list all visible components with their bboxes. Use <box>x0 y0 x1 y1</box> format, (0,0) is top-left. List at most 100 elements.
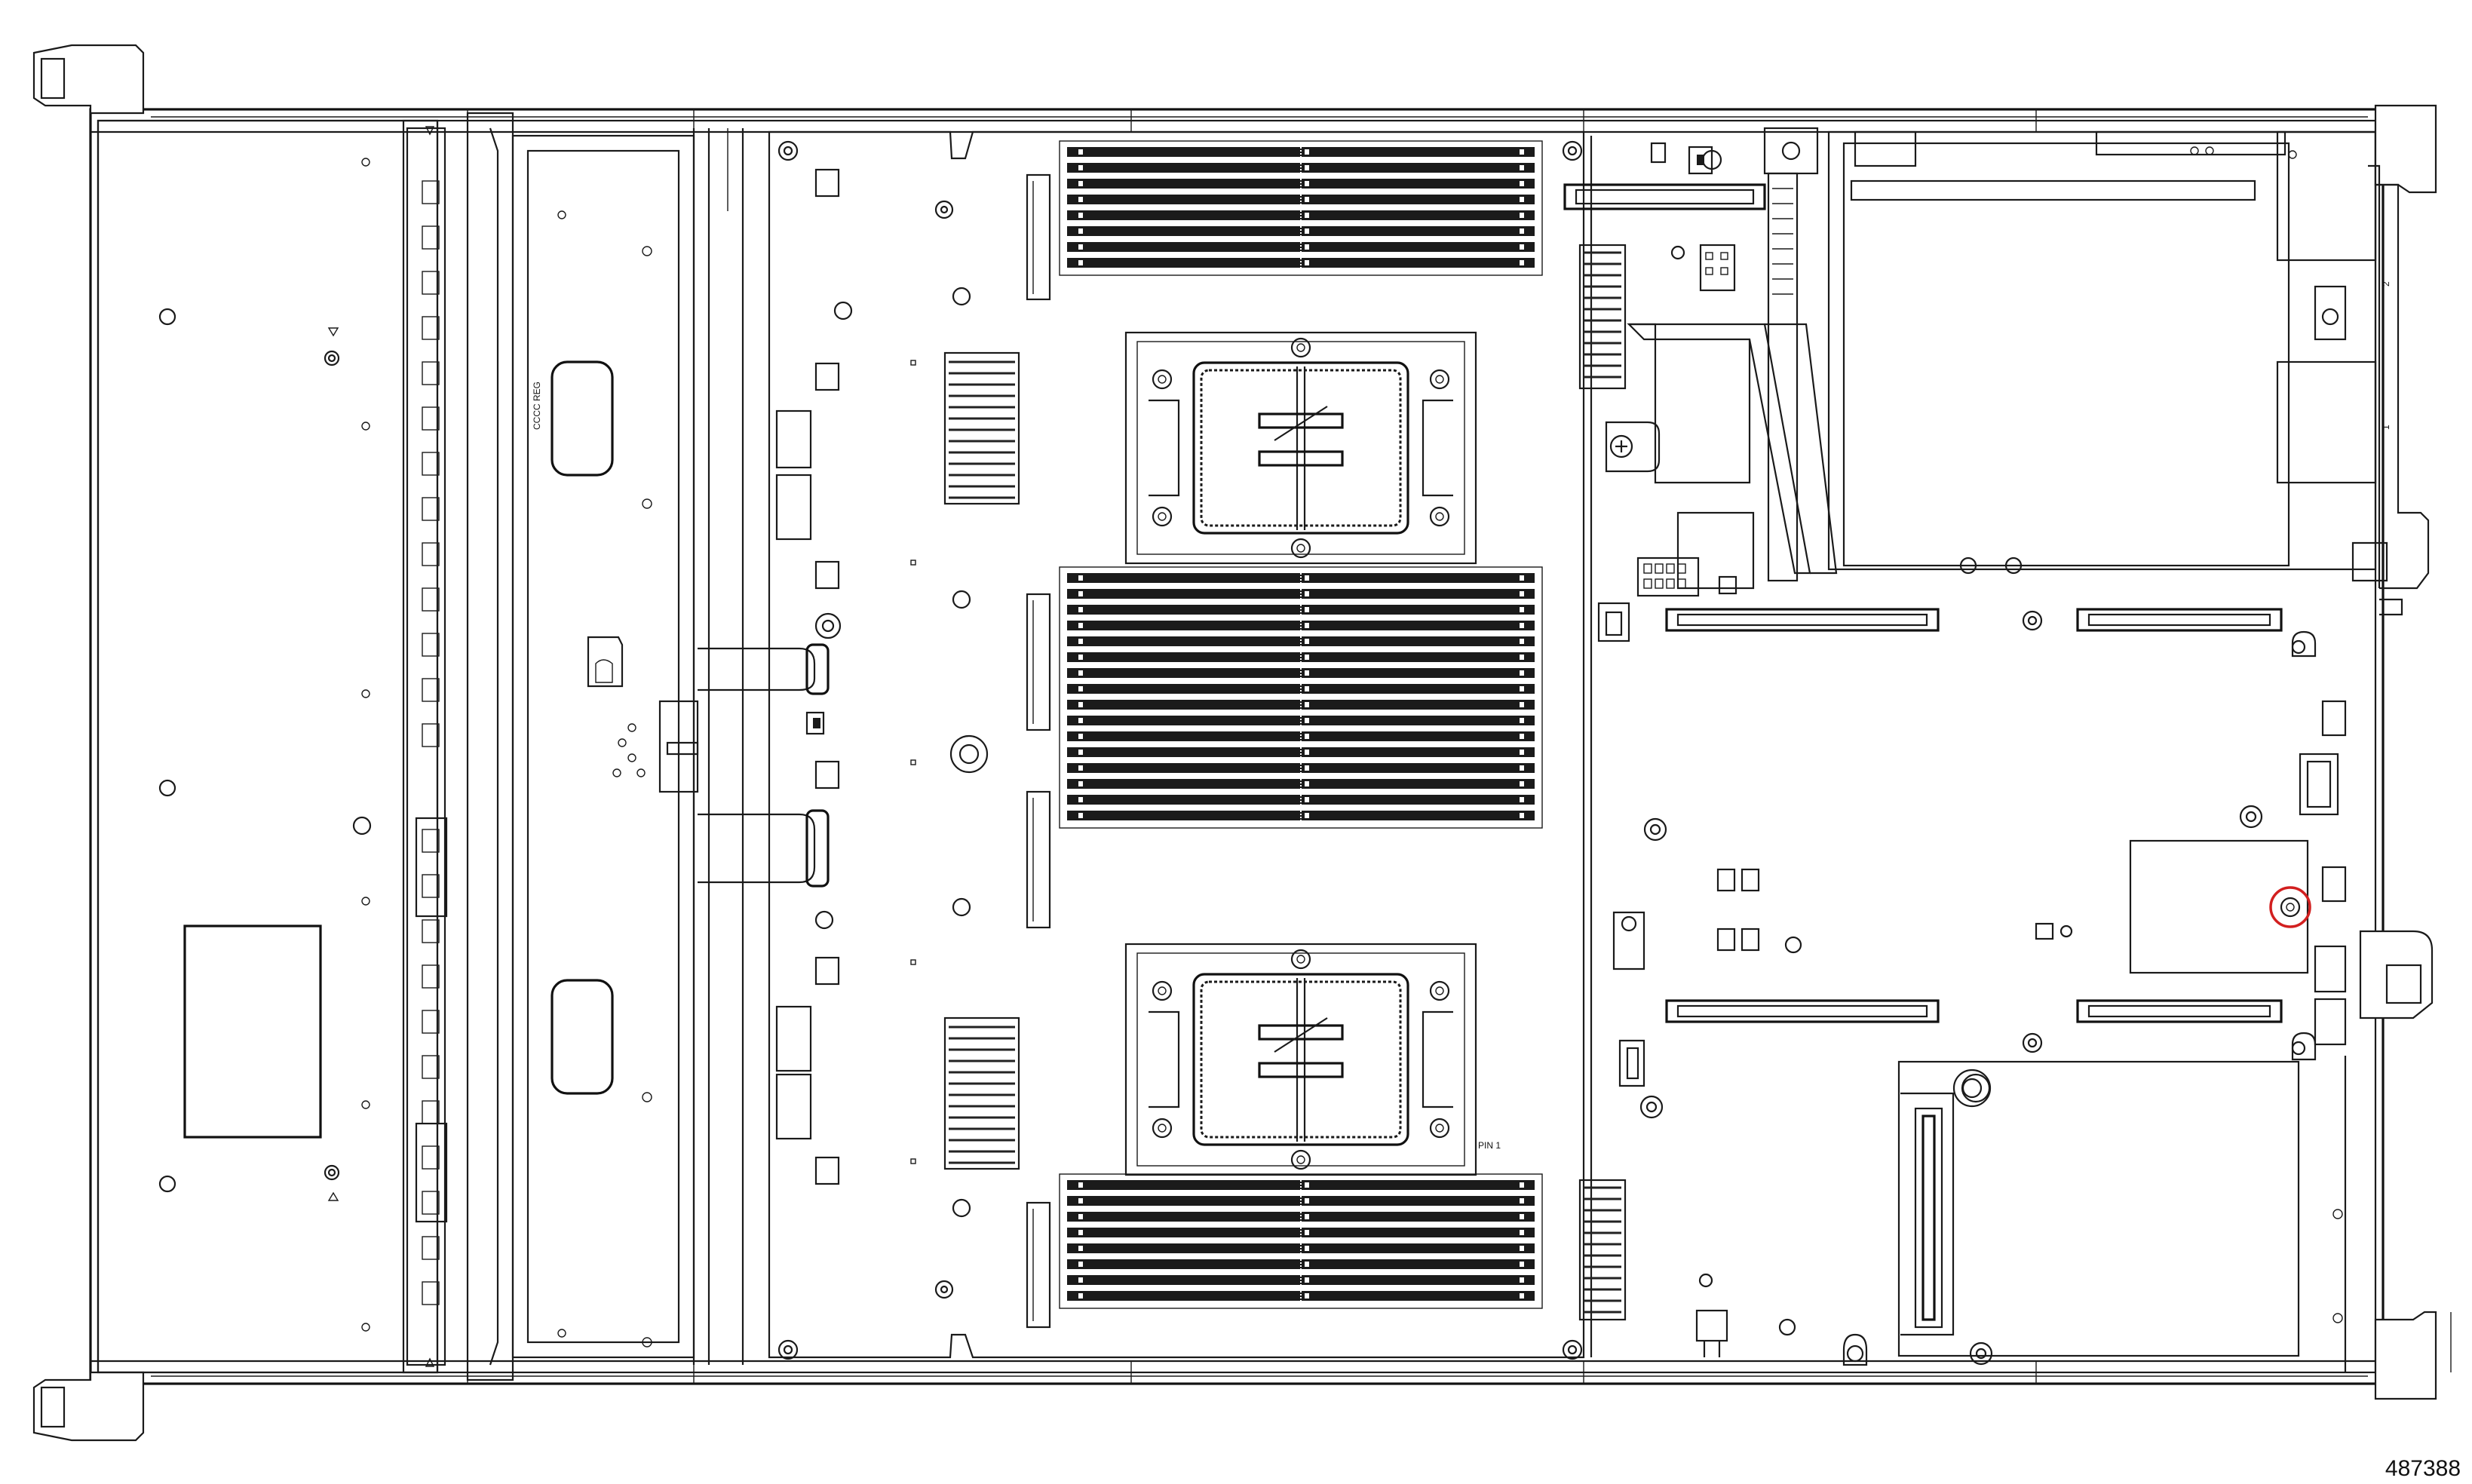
dimm-latch <box>1520 1246 1524 1251</box>
dimm-latch <box>1078 1230 1083 1235</box>
cpu-socket-marking <box>1258 412 1344 429</box>
dimm-latch <box>1078 149 1083 155</box>
dimm-latch <box>1520 1230 1524 1235</box>
dimm-latch <box>1078 244 1083 250</box>
dimm-latch <box>1078 1182 1083 1188</box>
dimm-latch <box>1305 1214 1309 1219</box>
dimm-latch <box>1078 750 1083 755</box>
cable-channel <box>692 128 830 1365</box>
dimm-latch <box>1078 639 1083 644</box>
dimm-latch <box>1520 260 1524 265</box>
dimm-slot <box>1067 700 1535 710</box>
dimm-slot <box>1067 779 1535 789</box>
cpu-sockets <box>1124 331 1477 1176</box>
cpu-socket-screw <box>1152 506 1173 527</box>
dimm-latch <box>1520 702 1524 707</box>
vrm-fins-bottom <box>943 1016 1020 1170</box>
dimm-slot <box>1067 242 1535 252</box>
cable-connector-bottom <box>805 809 830 888</box>
figure-number: 487388 <box>2385 1456 2461 1481</box>
dimm-slot <box>1067 605 1535 615</box>
dimm-latch <box>1305 575 1309 581</box>
svg-text:2: 2 <box>2381 281 2391 287</box>
dimm-latch <box>1078 1246 1083 1251</box>
dimm-latch <box>1078 607 1083 612</box>
dimm-slot <box>1067 716 1535 725</box>
dimm-latch <box>1305 1277 1309 1283</box>
dimm-latch <box>1305 655 1309 660</box>
cpu-socket-screw-center <box>1435 512 1444 521</box>
dimm-latch <box>1078 655 1083 660</box>
pcie-slot-1 <box>1665 608 1940 632</box>
dimm-latch <box>1078 575 1083 581</box>
dimm-latch <box>1520 1214 1524 1219</box>
mlom-pad <box>2129 839 2309 974</box>
dimm-latch <box>1305 197 1309 202</box>
dimm-slot <box>1067 636 1535 646</box>
dimm-latch <box>1305 607 1309 612</box>
dimm-slot <box>1067 621 1535 630</box>
dimm-latch <box>1078 797 1083 802</box>
dimm-slot <box>1067 1196 1535 1206</box>
dimm-slot <box>1067 763 1535 773</box>
dimm-latch <box>1078 734 1083 739</box>
cpu-socket-pins <box>1200 369 1402 527</box>
cpu-socket-marking-stroke <box>1274 1017 1328 1053</box>
dimm-latch <box>1305 1293 1309 1298</box>
cpu-socket-screw <box>1429 1118 1450 1139</box>
dimm-latch <box>1305 702 1309 707</box>
dimm-slot <box>1067 668 1535 678</box>
dimm-latch <box>1305 165 1309 170</box>
lower-riser-bay <box>1897 1060 2300 1357</box>
dimm-banks <box>1059 140 1543 1309</box>
cpu-socket-latch-arm <box>1422 399 1453 497</box>
cpu-socket-screw-center <box>1435 1124 1444 1133</box>
dimm-slot <box>1067 1275 1535 1285</box>
dimm-slot <box>1067 1212 1535 1222</box>
cpu-socket-screw <box>1429 369 1450 390</box>
dimm-latch <box>1305 1230 1309 1235</box>
dimm-latch <box>1305 734 1309 739</box>
cpu-socket-latch-arm <box>1422 1010 1453 1108</box>
rack-ear-top <box>32 44 145 115</box>
dimm-bank-frame <box>1059 566 1543 829</box>
dimm-slot <box>1067 811 1535 820</box>
dimm-slot <box>1067 684 1535 694</box>
dimm-latch <box>1305 181 1309 186</box>
cpu-socket-screw-center <box>1158 512 1167 521</box>
dimm-slot <box>1067 226 1535 236</box>
dimm-slot <box>1067 589 1535 599</box>
cpu-socket-frame <box>1124 331 1477 565</box>
svg-text:1: 1 <box>2381 425 2391 430</box>
cpu-socket-screw-center <box>1296 544 1305 553</box>
cpu-socket-inner-frame <box>1136 341 1465 555</box>
dimm-latch <box>1078 1277 1083 1283</box>
cpu-socket-screw-center <box>1296 1155 1305 1164</box>
cpu-socket-marking <box>1258 1062 1344 1078</box>
dimm-latch <box>1305 686 1309 691</box>
dimm-latch <box>1520 670 1524 676</box>
cpu-socket-latch-arm <box>1149 1010 1180 1108</box>
dimm-latch <box>1520 750 1524 755</box>
dimm-latch <box>1520 607 1524 612</box>
cpu-socket-cover <box>1192 361 1409 535</box>
dimm-latch <box>1520 797 1524 802</box>
dimm-latch <box>1305 797 1309 802</box>
dimm-latch <box>1520 655 1524 660</box>
dimm-latch <box>1305 1198 1309 1203</box>
drive-connector-column <box>406 126 448 1367</box>
rear-frame: 2 1 <box>2351 104 2452 1400</box>
label-plate <box>183 924 322 1139</box>
dimm-slot <box>1067 652 1535 662</box>
dimm-latch <box>1520 734 1524 739</box>
dimm-slot <box>1067 163 1535 173</box>
motherboard-right-section <box>1563 127 2377 1372</box>
dimm-latch <box>1078 765 1083 771</box>
pcie-slot-4 <box>2076 999 2283 1023</box>
cpu-socket-screw-center <box>1435 986 1444 995</box>
cpu-socket-pins <box>1200 980 1402 1139</box>
dimm-slot <box>1067 1180 1535 1190</box>
dimm-slot <box>1067 195 1535 204</box>
dimm-latch <box>1078 1293 1083 1298</box>
psu-bay <box>1827 130 2377 571</box>
